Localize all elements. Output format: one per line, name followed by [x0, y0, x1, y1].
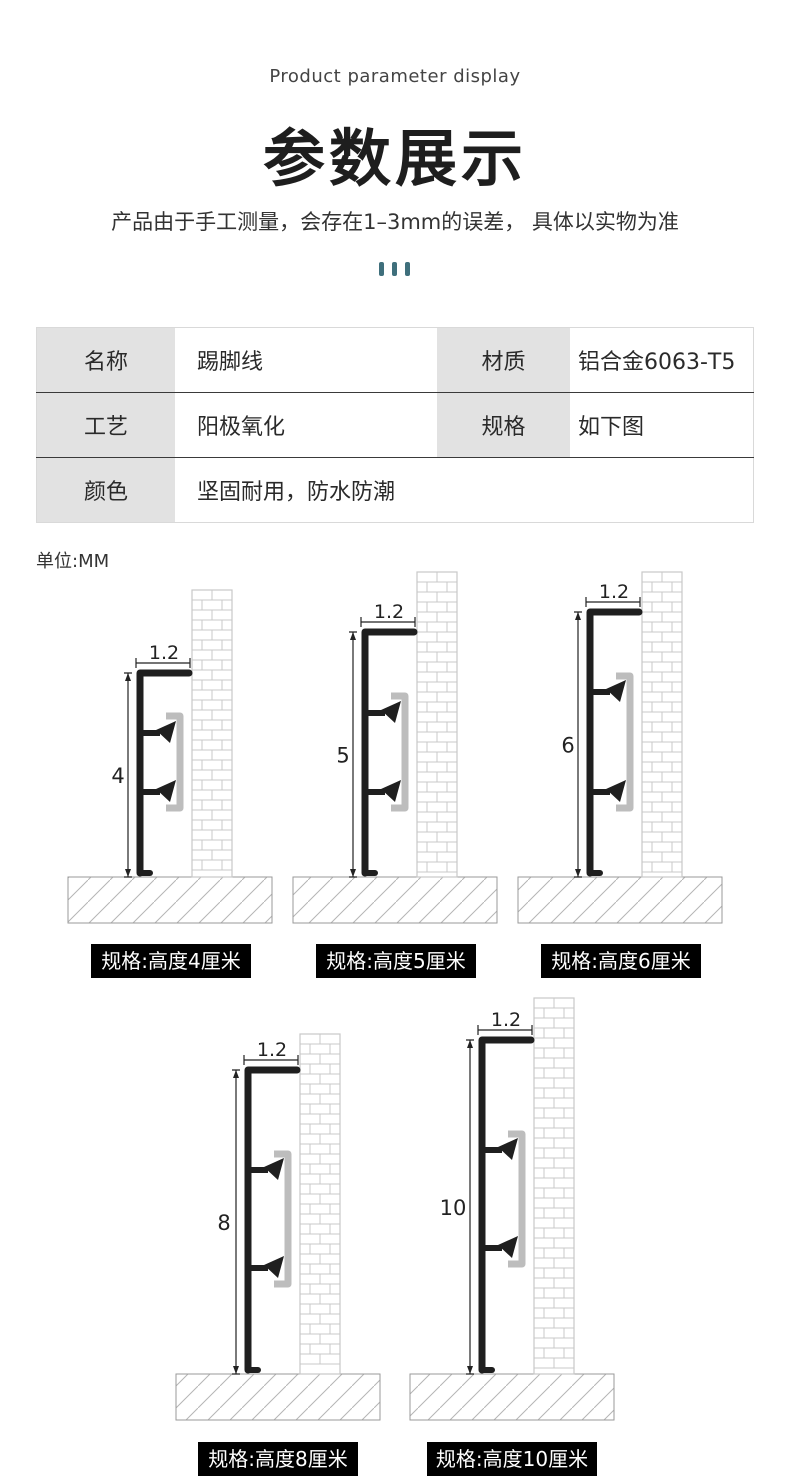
accent-dot	[405, 262, 410, 276]
profile-diagram-6cm: 61.2	[517, 571, 723, 924]
height-dimension-line	[574, 611, 582, 878]
width-dimension-line	[135, 658, 191, 668]
brick-lines	[417, 572, 457, 873]
profile-tab-hook	[606, 780, 626, 802]
accent-dots	[379, 262, 411, 278]
name-label: 名称	[36, 327, 175, 393]
table-row: 工艺 阳极氧化 规格 如下图	[36, 392, 754, 458]
profile-body	[478, 1036, 535, 1374]
profile-tab-hook	[156, 780, 176, 802]
width-label: 1.2	[491, 1009, 521, 1031]
profile-body	[136, 669, 193, 877]
caption-5cm: 规格:高度5厘米	[316, 944, 476, 978]
brick-lines	[642, 572, 682, 873]
width-dimension-line	[243, 1055, 299, 1065]
color-value: 坚固耐用，防水防潮	[175, 457, 754, 523]
profile-diagram-10cm: 101.2	[409, 997, 615, 1421]
brick-lines	[534, 998, 574, 1369]
brick-wall	[416, 571, 458, 878]
material-value: 铝合金6063-T5	[570, 327, 754, 393]
height-label: 8	[217, 1211, 230, 1235]
table-row: 名称 踢脚线 材质 铝合金6063-T5	[36, 327, 754, 393]
floor-slab	[517, 876, 723, 924]
caption-8cm: 规格:高度8厘米	[198, 1442, 358, 1476]
height-label: 4	[111, 764, 124, 788]
brick-wall	[641, 571, 683, 878]
height-dimension-line	[466, 1039, 474, 1375]
profile-diagram-4cm: 41.2	[67, 589, 273, 924]
height-dimension-line	[124, 672, 132, 878]
caption-10cm: 规格:高度10厘米	[427, 1442, 597, 1476]
profile-body	[586, 608, 643, 877]
width-dimension-line	[585, 597, 641, 607]
floor-slab	[409, 1373, 615, 1421]
profile-tab-hook	[156, 721, 176, 743]
height-label: 5	[336, 744, 349, 768]
floor-slab	[67, 876, 273, 924]
floor-slab	[292, 876, 498, 924]
page-title: 参数展示	[262, 122, 527, 195]
brick-lines	[300, 1034, 340, 1365]
floor-slab	[175, 1373, 381, 1421]
width-dimension-line	[477, 1025, 533, 1035]
name-value: 踢脚线	[175, 327, 437, 393]
parameter-table: 名称 踢脚线 材质 铝合金6063-T5 工艺 阳极氧化 规格 如下图 颜色 坚…	[36, 327, 754, 523]
profile-diagram-8cm: 81.2	[175, 1033, 381, 1421]
mounting-clip	[508, 1130, 526, 1268]
spec-value: 如下图	[570, 392, 754, 458]
height-label: 10	[440, 1196, 467, 1220]
subtitle-english: Product parameter display	[269, 66, 521, 87]
measurement-note: 产品由于手工测量，会存在1–3mm的误差， 具体以实物为准	[111, 210, 679, 234]
height-dimension-line	[232, 1069, 240, 1375]
color-label: 颜色	[36, 457, 175, 523]
accent-dot	[379, 262, 384, 276]
profile-tab-hook	[381, 780, 401, 802]
profile-tab-hook	[264, 1158, 284, 1180]
profile-tab-hook	[606, 680, 626, 702]
caption-4cm: 规格:高度4厘米	[91, 944, 251, 978]
accent-dot	[392, 262, 397, 276]
profile-diagram-5cm: 51.2	[292, 571, 498, 924]
height-dimension-line	[349, 631, 357, 878]
width-dimension-line	[360, 617, 416, 627]
table-row: 颜色 坚固耐用，防水防潮	[36, 457, 754, 523]
mounting-clip	[391, 692, 409, 812]
unit-label: 单位:MM	[36, 551, 110, 572]
mounting-clip	[616, 672, 634, 812]
width-label: 1.2	[599, 581, 629, 603]
craft-value: 阳极氧化	[175, 392, 437, 458]
width-label: 1.2	[149, 642, 179, 664]
mounting-clip	[166, 712, 184, 812]
material-label: 材质	[437, 327, 570, 393]
caption-6cm: 规格:高度6厘米	[541, 944, 701, 978]
profile-tab-hook	[264, 1256, 284, 1278]
spec-label: 规格	[437, 392, 570, 458]
height-label: 6	[561, 734, 574, 758]
width-label: 1.2	[257, 1039, 287, 1061]
brick-lines	[192, 590, 232, 871]
mounting-clip	[274, 1150, 292, 1288]
width-label: 1.2	[374, 601, 404, 623]
craft-label: 工艺	[36, 392, 175, 458]
profile-tab-hook	[381, 701, 401, 723]
profile-tab-hook	[498, 1138, 518, 1160]
profile-tab-hook	[498, 1236, 518, 1258]
